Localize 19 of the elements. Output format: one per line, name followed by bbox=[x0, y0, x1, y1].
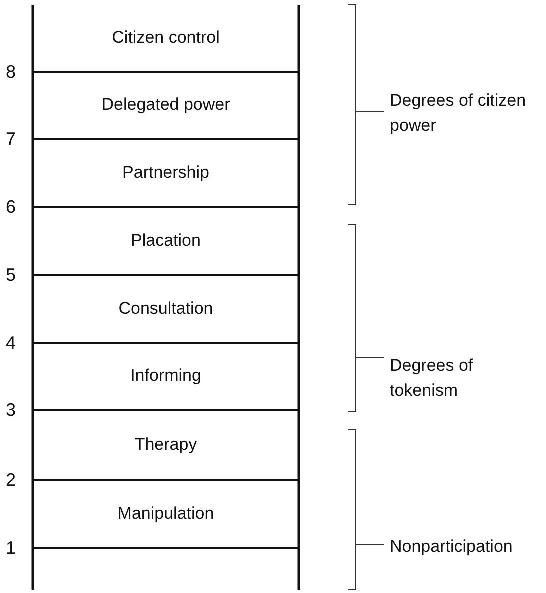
group-label: Degrees of tokenism bbox=[390, 355, 474, 402]
rung-label: Placation bbox=[131, 230, 201, 250]
rung-label: Partnership bbox=[122, 162, 210, 182]
rung-number: 3 bbox=[6, 400, 16, 421]
rung-label: Informing bbox=[130, 366, 202, 386]
rung-label: Consultation bbox=[118, 298, 214, 318]
group-label: Nonparticipation bbox=[390, 536, 514, 558]
rung-label: Delegated power bbox=[102, 95, 230, 115]
rung-label: Manipulation bbox=[118, 504, 214, 524]
rung-number: 8 bbox=[6, 62, 16, 83]
rung-number: 7 bbox=[6, 129, 16, 150]
rung-number: 6 bbox=[6, 197, 16, 218]
rung-label: Citizen control bbox=[112, 28, 220, 48]
rung-number: 4 bbox=[6, 333, 16, 354]
rung-number: 2 bbox=[6, 470, 16, 491]
rung-number: 1 bbox=[6, 538, 16, 559]
rung-number: 5 bbox=[6, 265, 16, 286]
rung-label: Therapy bbox=[134, 434, 198, 454]
group-label: Degrees of citizen power bbox=[390, 90, 528, 137]
